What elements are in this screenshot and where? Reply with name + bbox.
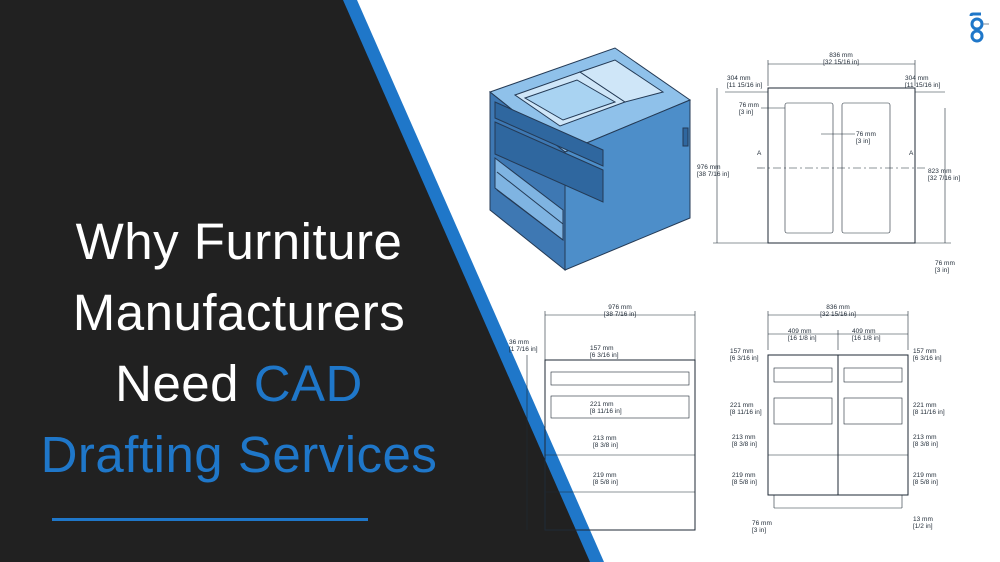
dim-section-r3-in: [8 3/8 in]: [913, 441, 938, 448]
dim-front-midgap-mm: 76 mm: [856, 131, 876, 138]
dim-side-d4-in: [8 5/8 in]: [593, 479, 618, 486]
dim-side-top-in: [1 7/16 in]: [509, 346, 538, 353]
dim-section-l4-in: [8 5/8 in]: [732, 479, 757, 486]
dim-side-top-mm: 36 mm: [509, 339, 529, 346]
dim-section-l3-mm: 213 mm: [732, 434, 755, 441]
dim-front-base-in: [3 in]: [935, 267, 949, 274]
section-marker-right: A: [909, 150, 914, 157]
headline-line-3-plain: Need: [115, 355, 254, 412]
section-view-drawing: 836 mm [32 15/16 in] 409 mm [16 1/8 in] …: [730, 304, 945, 534]
dim-section-r4-in: [8 5/8 in]: [913, 479, 938, 486]
dim-side-d3-in: [8 3/8 in]: [593, 442, 618, 449]
dim-side-depth-mm: 976 mm: [608, 304, 631, 311]
front-elevation-drawing: 836 mm [32 15/16 in] 304 mm [11 15/16 in…: [697, 52, 960, 274]
dim-side-d2-in: [8 11/16 in]: [590, 408, 622, 415]
dim-front-topgap-mm: 76 mm: [739, 102, 759, 109]
dim-section-half-right-in: [16 1/8 in]: [852, 335, 881, 342]
dim-front-topgap-in: [3 in]: [739, 109, 753, 116]
dim-front-inner-in: [32 7/16 in]: [928, 175, 960, 182]
dim-section-l3-in: [8 3/8 in]: [732, 441, 757, 448]
dim-section-r1-in: [6 3/16 in]: [913, 355, 942, 362]
dim-section-l1-mm: 157 mm: [730, 348, 753, 355]
dim-section-l2-in: [8 11/16 in]: [730, 409, 762, 416]
dim-section-base-mm: 76 mm: [752, 520, 772, 527]
headline-accent-cad: CAD: [253, 355, 363, 412]
dim-section-r2-in: [8 11/16 in]: [913, 409, 945, 416]
dim-section-l2-mm: 221 mm: [730, 402, 753, 409]
dim-section-l1-in: [6 3/16 in]: [730, 355, 759, 362]
headline-line-2: Manufacturers: [72, 284, 406, 341]
dim-section-r3-mm: 213 mm: [913, 434, 936, 441]
dim-front-left-mm: 304 mm: [727, 75, 750, 82]
dim-section-half-right-mm: 409 mm: [852, 328, 875, 335]
dim-side-d1-in: [6 3/16 in]: [590, 352, 619, 359]
headline-line-3: Need CAD: [0, 354, 478, 414]
dim-section-half-left-in: [16 1/8 in]: [788, 335, 817, 342]
dim-front-height-mm: 976 mm: [697, 164, 720, 171]
dim-front-right-mm: 304 mm: [905, 75, 928, 82]
dim-section-toe-mm: 13 mm: [913, 516, 933, 523]
dim-section-toe-in: [1/2 in]: [913, 523, 933, 530]
headline-line-4: Drafting Services: [40, 426, 438, 483]
dim-section-width-mm: 836 mm: [826, 304, 849, 311]
dark-panel-fill: [0, 0, 590, 562]
dim-front-right-in: [11 15/16 in]: [905, 82, 940, 89]
headline-underline: [52, 518, 368, 521]
dim-side-d2-mm: 221 mm: [590, 401, 613, 408]
dim-section-half-left-mm: 409 mm: [788, 328, 811, 335]
headline-line-1: Why Furniture: [75, 213, 403, 270]
dim-side-d1-mm: 157 mm: [590, 345, 613, 352]
dim-front-inner-mm: 823 mm: [928, 168, 951, 175]
dim-front-base-mm: 76 mm: [935, 260, 955, 267]
side-elevation-drawing: 976 mm [38 7/16 in] 36 mm [1 7/16 in] 15…: [509, 304, 696, 531]
section-marker-left: A: [757, 150, 762, 157]
dim-section-width-in: [32 15/16 in]: [820, 311, 856, 318]
dim-side-d4-mm: 219 mm: [593, 472, 616, 479]
dim-front-left-in: [11 15/16 in]: [727, 82, 762, 89]
dim-front-width-in: [32 15/16 in]: [823, 59, 859, 66]
dim-front-midgap-in: [3 in]: [856, 138, 870, 145]
dim-section-r1-mm: 157 mm: [913, 348, 936, 355]
dim-side-depth-in: [38 7/16 in]: [604, 311, 636, 318]
dim-front-width-mm: 836 mm: [829, 52, 852, 59]
dim-section-l4-mm: 219 mm: [732, 472, 755, 479]
dim-section-r2-mm: 221 mm: [913, 402, 936, 409]
cabinet-3d-illustration: [488, 47, 692, 272]
dim-front-height-in: [38 7/16 in]: [697, 171, 729, 178]
dim-side-d3-mm: 213 mm: [593, 435, 616, 442]
dim-section-base-in: [3 in]: [752, 527, 766, 534]
brand-logo-icon[interactable]: [964, 12, 990, 46]
dim-section-r4-mm: 219 mm: [913, 472, 936, 479]
